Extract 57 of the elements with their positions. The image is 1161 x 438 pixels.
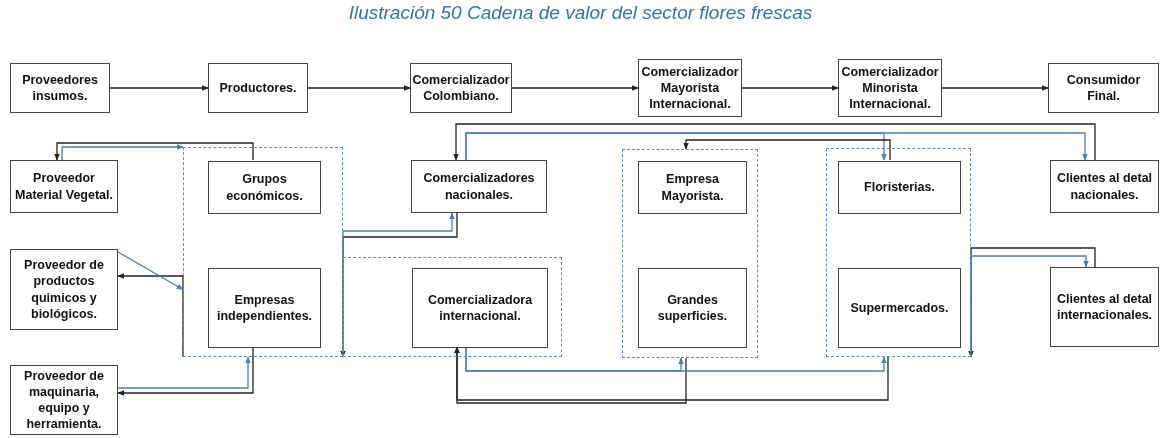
process-box [838,268,961,348]
box-label: Clientes al detal internacionales. [1055,290,1154,324]
box-label: Comercializadores nacionales. [422,170,536,203]
figure-title: Ilustración 50 Cadena de valor del sector flores frescas [347,2,814,24]
process-box [208,268,321,348]
process-box [1050,267,1159,347]
box-label: Proveedor Material Vegetal. [15,170,113,203]
box-label: Clientes al detal nacionales. [1055,170,1154,203]
box-label: Floristerias. [864,179,935,196]
process-box [412,268,548,348]
arrow [741,85,839,91]
box-label: Comercializador Mayorista Internacional. [641,63,739,113]
arrow [117,346,254,396]
box-label: Productores. [219,79,297,97]
box-label: Comercializadora internacional. [426,291,534,325]
arrow [511,85,639,91]
box-label: Empresa Mayorista. [660,171,725,204]
process-box [10,63,110,113]
box-label: Consumidor Final. [1065,71,1142,105]
process-box [1050,160,1159,213]
process-box [411,160,547,213]
arrow [61,144,184,161]
box-label: Grupos económicos. [225,171,304,204]
arrow [307,85,411,91]
box-label: Empresas independientes. [215,291,314,325]
arrow [683,139,891,161]
arrow [941,85,1049,91]
box-label: Proveedor de maquinaria, equipo y herramienta. [23,367,105,433]
arrow [117,251,184,291]
dashed-group-frame [183,147,343,357]
arrow [453,123,1096,161]
process-box [638,268,747,348]
process-box [10,365,118,435]
box-label: Grandes superficies. [656,291,729,325]
process-box [10,249,118,330]
process-box [208,63,308,113]
arrow [465,346,887,372]
box-label: Comercializador Colombiano. [412,71,510,105]
process-box [10,160,118,213]
box-label: Proveedor de productos quimicos y biológicos. [23,257,105,322]
box-label: Proveedores insumos. [21,71,99,105]
box-label: Supermercados. [850,299,949,317]
process-box [1048,63,1159,113]
dashed-group-frame [622,149,758,358]
dashed-group-frame [826,148,971,357]
process-box [410,63,512,113]
dashed-group-frame [343,257,562,357]
arrow [117,356,251,389]
arrow [109,85,209,91]
arrow [117,273,184,358]
box-label: Comercializador Minorista Internacional. [841,63,939,113]
arrow [454,346,889,401]
process-box [638,161,747,214]
process-box [208,161,321,214]
process-box [838,161,961,214]
arrow [465,132,887,161]
arrow [54,142,254,161]
